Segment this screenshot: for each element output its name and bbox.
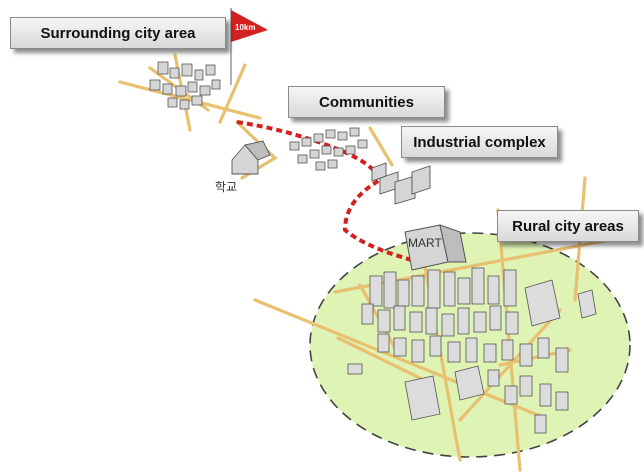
community-buildings	[289, 127, 368, 171]
communities-label: Communities	[288, 86, 445, 118]
surrounding-city-buildings	[149, 61, 221, 110]
industrial-complex-label: Industrial complex	[401, 126, 558, 158]
distance-flag-label: 10km	[235, 23, 256, 32]
rural-city-label: Rural city areas	[497, 210, 639, 242]
industrial-buildings	[371, 162, 431, 205]
rural-city-buildings	[347, 267, 597, 434]
school-label: 학교	[215, 180, 238, 194]
school-building	[231, 140, 271, 175]
route-line	[236, 120, 413, 262]
mart-building	[404, 224, 467, 271]
mart-label: MART	[408, 236, 442, 250]
distance-flag	[230, 8, 268, 85]
surrounding-city-label: Surrounding city area	[10, 17, 226, 49]
